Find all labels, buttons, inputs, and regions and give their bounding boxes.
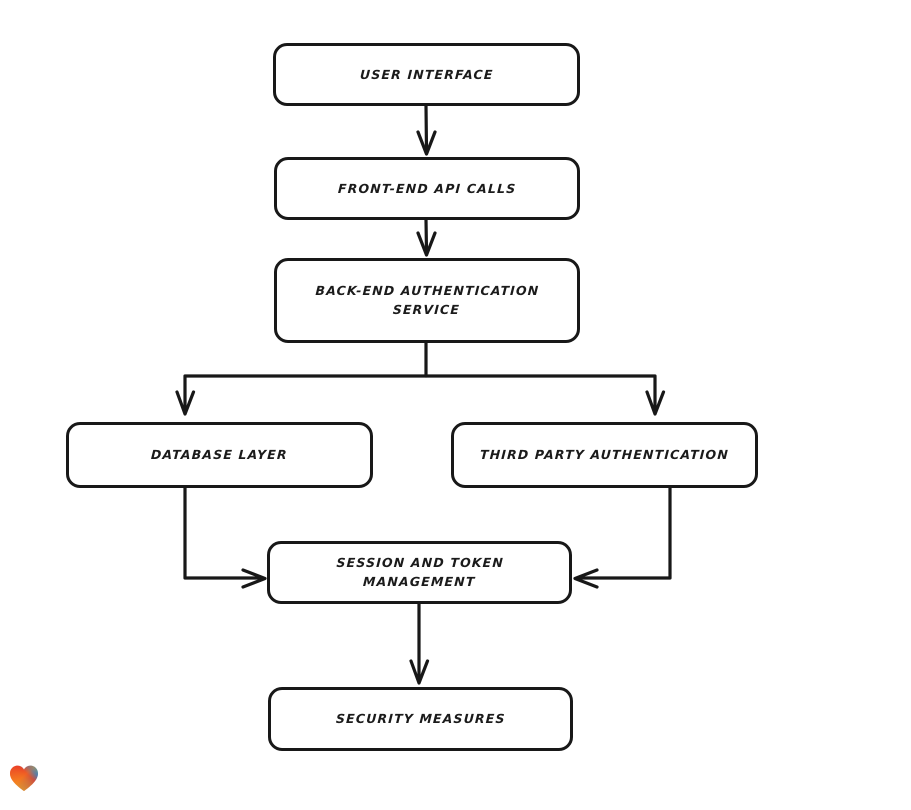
node-session-and-token-management[interactable]: Session and Token Management: [267, 541, 572, 604]
node-label-third-party-authentication: Third Party Authentication: [479, 447, 730, 463]
node-back-end-authentication-service[interactable]: Back-End Authentication Service: [274, 258, 580, 343]
node-label-back-end-authentication-service: Back-End Authentication Service: [315, 283, 540, 318]
node-label-user-interface: User Interface: [359, 66, 494, 82]
node-label-database-layer: Database Layer: [150, 447, 289, 463]
heart-icon: [10, 765, 38, 792]
node-label-session-and-token-management: Session and Token Management: [335, 555, 505, 590]
node-label-security-measures: Security Measures: [335, 711, 506, 727]
connector-session-to-security: [409, 602, 430, 685]
connector-api-to-backend: [416, 218, 437, 257]
node-security-measures[interactable]: Security Measures: [268, 687, 573, 751]
node-front-end-api-calls[interactable]: Front-End API Calls: [274, 157, 580, 220]
connector-ui-to-api: [416, 104, 437, 156]
node-label-front-end-api-calls: Front-End API Calls: [337, 180, 517, 196]
connector-third-party-to-session: [573, 486, 672, 589]
connector-database-to-session: [183, 486, 267, 589]
node-database-layer[interactable]: Database Layer: [66, 422, 373, 488]
node-user-interface[interactable]: User Interface: [273, 43, 580, 106]
connector-backend-to-third-party: [424, 374, 666, 416]
node-third-party-authentication[interactable]: Third Party Authentication: [451, 422, 758, 488]
connector-backend-to-database: [175, 341, 428, 416]
